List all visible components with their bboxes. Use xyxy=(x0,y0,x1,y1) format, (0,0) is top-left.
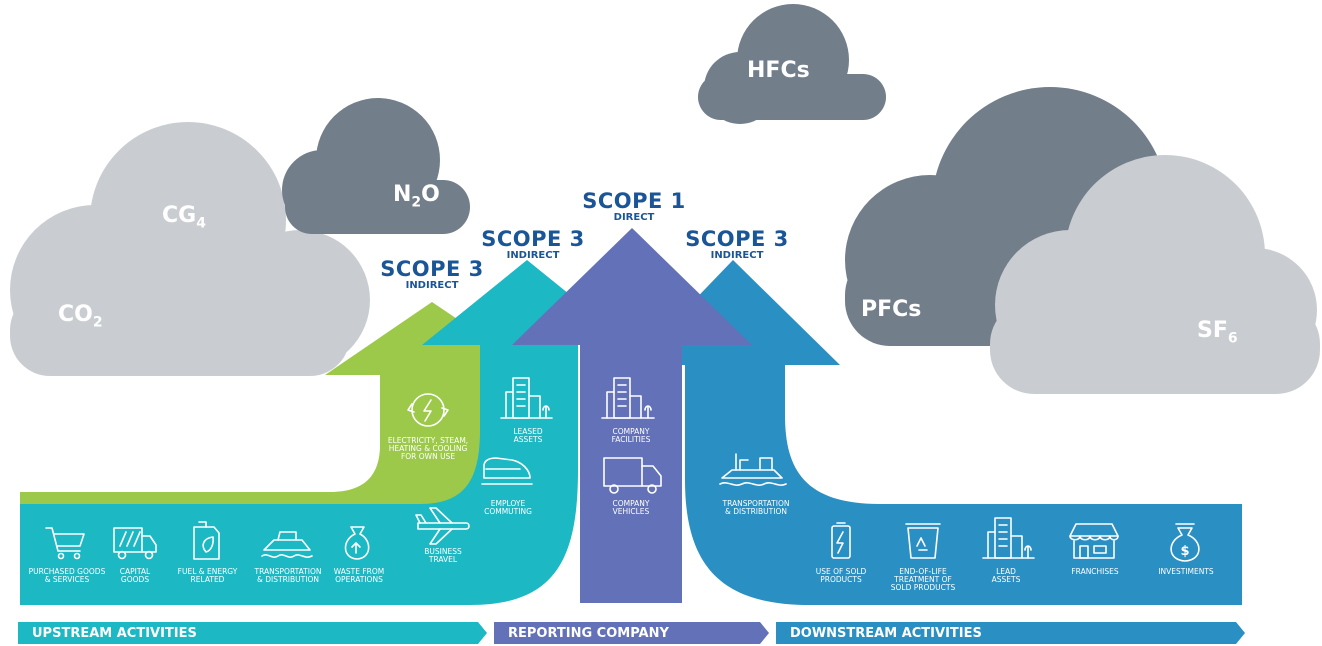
money-bag-icon xyxy=(1170,523,1200,562)
scope3-right-label: SCOPE 3 INDIRECT xyxy=(677,228,797,261)
scope-title: SCOPE 3 xyxy=(685,227,789,251)
banner-upstream-shape xyxy=(18,622,487,644)
leased-building-icon xyxy=(500,377,553,419)
gas-hfcs: HFCs xyxy=(747,58,810,83)
label-investments: INVESTIMENTS xyxy=(1158,567,1214,576)
banner-upstream: UPSTREAM ACTIVITIES xyxy=(32,626,197,641)
banner-reporting: REPORTING COMPANY xyxy=(508,626,669,641)
label-franchises: FRANCHISES xyxy=(1071,567,1119,576)
banner-downstream: DOWNSTREAM ACTIVITIES xyxy=(790,626,982,641)
renewable-energy-icon xyxy=(407,393,449,427)
cloud-sf6 xyxy=(990,155,1320,394)
scope-title: SCOPE 3 xyxy=(380,257,484,281)
cloud-n2o xyxy=(282,98,470,234)
scope-subtitle: INDIRECT xyxy=(506,250,560,261)
recycle-bin-icon xyxy=(905,523,941,559)
scope-subtitle: DIRECT xyxy=(613,212,655,223)
gas-n2o: N2O xyxy=(393,182,440,211)
airplane-icon xyxy=(415,507,470,545)
scope3-mid-label: SCOPE 3 INDIRECT xyxy=(473,228,593,261)
train-icon xyxy=(481,457,533,485)
lead-building-icon xyxy=(982,517,1035,559)
arrow-scope1-purple xyxy=(512,228,752,603)
fuel-can-icon xyxy=(193,521,220,560)
gas-co2: CO2 xyxy=(58,302,103,331)
label-transport-upstream: TRANSPORTATION& DISTRIBUTION xyxy=(254,567,322,584)
arrow-scope3-green xyxy=(20,302,540,510)
label-transport-downstream: TRANSPORTATION& DISTRIBUTION xyxy=(722,499,790,516)
storefront-icon xyxy=(1069,523,1119,559)
battery-icon xyxy=(831,522,851,559)
scope3-left-label: SCOPE 3 INDIRECT xyxy=(372,258,492,291)
gas-pfcs: PFCs xyxy=(861,297,922,322)
company-facilities-icon xyxy=(601,377,655,419)
cloud-co2-cg4 xyxy=(10,122,370,376)
cargo-ship-icon xyxy=(719,453,787,486)
shopping-cart-icon xyxy=(45,527,85,560)
garbage-truck-icon xyxy=(113,527,157,560)
arrow-scope3-blue xyxy=(632,260,1242,605)
scope-subtitle: INDIRECT xyxy=(710,250,764,261)
truck-icon xyxy=(603,457,662,494)
waste-bag-icon xyxy=(344,526,370,560)
scope-title: SCOPE 3 xyxy=(481,227,585,251)
gas-cg4: CG4 xyxy=(162,203,206,232)
scope-subtitle: INDIRECT xyxy=(405,280,459,291)
gas-sf6: SF6 xyxy=(1197,318,1238,347)
scope-title: SCOPE 1 xyxy=(582,189,686,213)
banner-downstream-shape xyxy=(776,622,1245,644)
ship-icon xyxy=(261,531,313,558)
banner-reporting-shape xyxy=(494,622,769,644)
label-purchased-goods: PURCHASED GOODS& SERVICES xyxy=(28,567,106,584)
dollar-sign-icon: $ xyxy=(1180,544,1189,559)
arrow-scope3-teal xyxy=(20,260,632,605)
scope1-label: SCOPE 1 DIRECT xyxy=(574,190,694,223)
cloud-hfcs xyxy=(698,4,886,124)
